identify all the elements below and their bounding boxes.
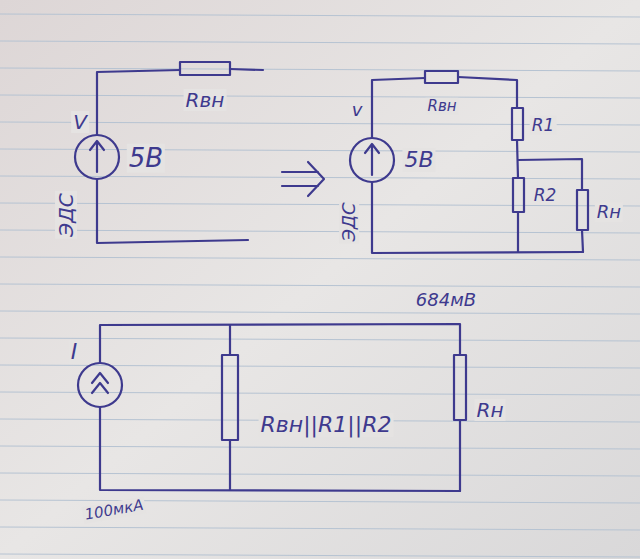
component-label: 684мВ bbox=[414, 290, 478, 310]
component-label: Rвн bbox=[425, 98, 458, 115]
ruled-line bbox=[0, 41, 640, 44]
ruled-line bbox=[0, 473, 640, 476]
wire bbox=[459, 420, 461, 491]
ruled-line bbox=[0, 338, 640, 341]
resistor-symbol bbox=[425, 71, 458, 83]
resistor-symbol bbox=[577, 190, 588, 230]
ruled-line bbox=[0, 68, 640, 71]
ruled-line bbox=[0, 14, 640, 17]
wire bbox=[372, 78, 425, 138]
resistor-symbol bbox=[454, 355, 466, 420]
current-source-symbol bbox=[78, 363, 122, 407]
component-label: I bbox=[69, 340, 80, 364]
component-label: V bbox=[71, 111, 89, 133]
wire bbox=[372, 182, 583, 253]
implies-arrow bbox=[282, 162, 324, 196]
wire bbox=[100, 324, 460, 363]
wire bbox=[458, 77, 517, 108]
component-label: Rн bbox=[595, 202, 623, 222]
wire bbox=[229, 440, 231, 490]
voltage-source-symbol bbox=[75, 135, 119, 179]
wire bbox=[97, 70, 180, 135]
resistor-symbol bbox=[180, 62, 230, 75]
component-label: Rвн||R1||R2 bbox=[259, 413, 394, 437]
ruled-line bbox=[0, 554, 640, 557]
component-label: R2 bbox=[532, 186, 559, 205]
ruled-line bbox=[0, 311, 640, 314]
ruled-line bbox=[0, 392, 640, 395]
resistor-symbol bbox=[512, 108, 523, 140]
source-arrow bbox=[365, 144, 379, 175]
source-arrow bbox=[90, 141, 104, 172]
ruled-line bbox=[0, 257, 640, 260]
voltage-source-symbol bbox=[350, 138, 394, 182]
component-label: 5В bbox=[127, 144, 165, 173]
ink bbox=[75, 62, 588, 491]
wire bbox=[100, 407, 460, 491]
component-label: 100мкА bbox=[81, 496, 146, 523]
source-arrow bbox=[92, 373, 108, 393]
resistor-symbol bbox=[513, 178, 524, 212]
component-label: ЭДС bbox=[55, 191, 77, 239]
component-label: R1 bbox=[530, 116, 557, 135]
ruled-line bbox=[0, 284, 640, 287]
component-label: ЭДС bbox=[339, 200, 359, 243]
component-label: Rн bbox=[475, 399, 506, 421]
ruled-line bbox=[0, 527, 640, 530]
component-label: v bbox=[350, 100, 365, 120]
wire bbox=[230, 69, 263, 70]
ruled-line bbox=[0, 365, 640, 368]
resistor-symbol bbox=[222, 355, 238, 440]
component-label: 5В bbox=[402, 148, 435, 172]
component-label: Rвн bbox=[184, 89, 227, 111]
wire bbox=[229, 325, 231, 355]
ruled-lines bbox=[0, 14, 640, 557]
wire bbox=[97, 179, 248, 243]
ruled-line bbox=[0, 446, 640, 449]
wire bbox=[518, 212, 583, 252]
ruled-line bbox=[0, 500, 640, 503]
